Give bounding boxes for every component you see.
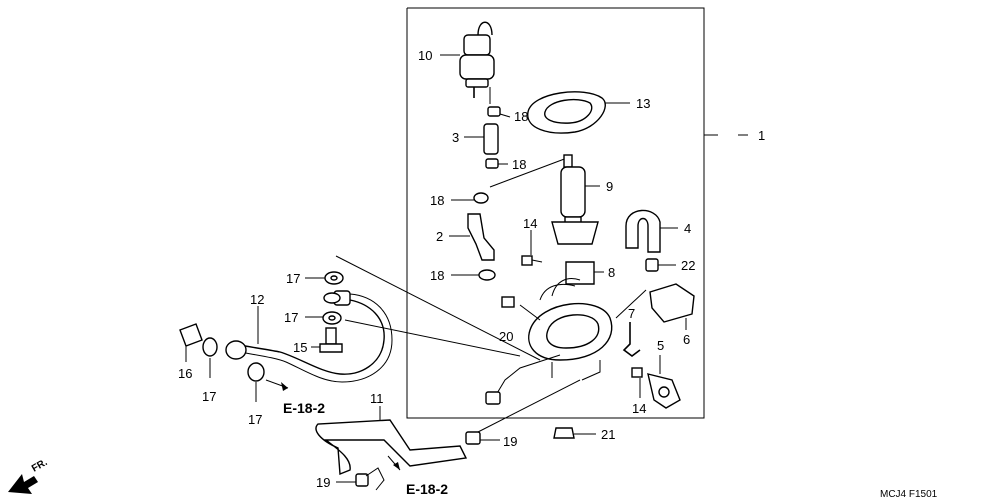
callout-18a: 18 xyxy=(514,109,528,124)
hose-part xyxy=(449,213,495,261)
callout-17a: 17 xyxy=(286,271,300,286)
pump-base-assembly xyxy=(485,278,647,405)
hose-clip-lower-part xyxy=(336,379,581,487)
callout-8: 8 xyxy=(608,265,615,280)
fuel-level-sender-part xyxy=(565,261,604,285)
fuel-filter-part xyxy=(440,21,495,104)
banjo-bolt-part xyxy=(311,327,343,353)
front-direction-arrow xyxy=(8,474,38,494)
callout-17d: 17 xyxy=(248,412,262,427)
section-reference-label: E-18-2 xyxy=(283,400,325,416)
bracket-part xyxy=(622,322,641,357)
cushion-pad-part xyxy=(649,283,695,330)
assembly-outline xyxy=(406,7,748,419)
callout-1: 1 xyxy=(758,128,765,143)
callout-17b: 17 xyxy=(284,310,298,325)
tube-part xyxy=(464,123,499,155)
callout-14b: 14 xyxy=(632,401,646,416)
fuel-line-part xyxy=(225,255,541,383)
callout-18c: 18 xyxy=(430,193,444,208)
callout-18d: 18 xyxy=(430,268,444,283)
grommet-part xyxy=(553,427,596,439)
callout-14a: 14 xyxy=(523,216,537,231)
callout-2: 2 xyxy=(436,229,443,244)
small-clamp-part xyxy=(645,258,676,272)
curved-hose-part xyxy=(625,209,678,253)
fuel-pump-part xyxy=(489,154,600,245)
callout-15: 15 xyxy=(293,340,307,355)
callout-5: 5 xyxy=(657,338,664,353)
reference-arrow xyxy=(265,379,401,471)
callout-17c: 17 xyxy=(202,389,216,404)
callout-10: 10 xyxy=(418,48,432,63)
callout-11: 11 xyxy=(370,391,384,406)
callout-6: 6 xyxy=(683,332,690,347)
callout-13: 13 xyxy=(636,96,650,111)
rubber-cap-part xyxy=(179,323,203,362)
stay-part xyxy=(647,355,681,409)
callout-9: 9 xyxy=(606,179,613,194)
callout-19a: 19 xyxy=(503,434,517,449)
callout-20: 20 xyxy=(499,329,513,344)
front-direction-label: FR. xyxy=(30,457,50,475)
callout-18b: 18 xyxy=(512,157,526,172)
callout-19b: 19 xyxy=(316,475,330,490)
fuel-hose-long-part xyxy=(315,406,468,491)
callout-3: 3 xyxy=(452,130,459,145)
diagram-code: MCJ4 F1501 xyxy=(880,489,938,500)
callout-22: 22 xyxy=(681,258,695,273)
bolt-part xyxy=(521,230,643,398)
hose-clip-part xyxy=(451,106,511,281)
callout-12: 12 xyxy=(250,292,264,307)
callout-21: 21 xyxy=(601,427,615,442)
section-reference-label: E-18-2 xyxy=(406,481,448,497)
gasket-ring-part xyxy=(527,91,630,134)
callout-4: 4 xyxy=(684,221,691,236)
callout-16: 16 xyxy=(178,366,192,381)
callout-7: 7 xyxy=(628,306,635,321)
sealing-washer-part xyxy=(202,271,344,402)
